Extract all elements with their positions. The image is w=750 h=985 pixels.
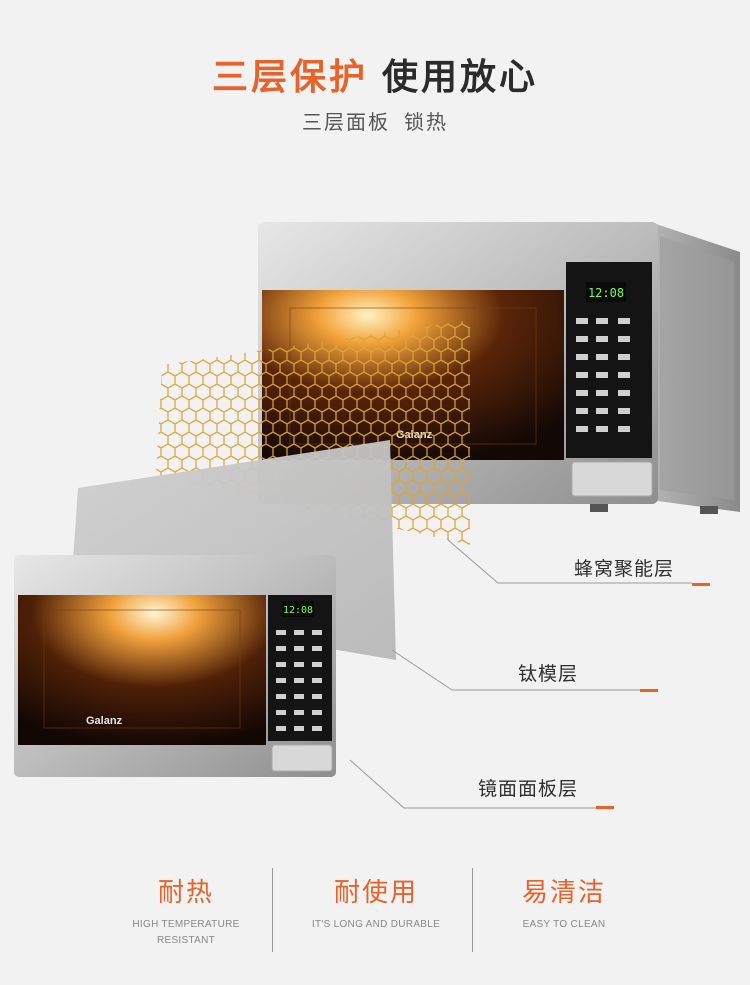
layer-label-honeycomb: 蜂窝聚能层 — [574, 558, 675, 580]
feature-durable: 耐使用 IT'S LONG AND DURABLE — [276, 872, 476, 933]
feature-subtitle: EASY TO CLEAN — [464, 917, 664, 933]
feature-title: 耐热 — [157, 878, 214, 908]
microwave-small: 12:08 Galanz — [14, 555, 336, 777]
layer-label-titanium: 钛模层 — [518, 663, 579, 685]
feature-subtitle: HIGH TEMPERATURE RESISTANT — [86, 917, 286, 949]
page-subtitle: 三层面板锁热 — [0, 106, 750, 135]
feature-subtitle-line: EASY TO CLEAN — [522, 919, 606, 930]
page-title: 三层保护使用放心 — [0, 48, 750, 100]
subtitle-part-b: 锁热 — [404, 110, 448, 134]
feature-subtitle-line: HIGH TEMPERATURE — [132, 919, 240, 930]
feature-subtitle-line: IT'S LONG AND DURABLE — [311, 919, 441, 930]
feature-subtitle-line: RESISTANT — [156, 935, 216, 946]
small-brand-label: Galanz — [86, 715, 123, 727]
layer-label-mirror: 镜面面板层 — [478, 778, 579, 800]
accent-bar-mirror — [596, 806, 614, 809]
large-display-readout: 12:08 — [588, 286, 624, 300]
feature-subtitle: IT'S LONG AND DURABLE — [276, 917, 476, 933]
title-accent: 三层保护 — [211, 57, 368, 98]
feature-heat-resistant: 耐热 HIGH TEMPERATURE RESISTANT — [86, 872, 286, 949]
feature-title: 易清洁 — [521, 878, 606, 908]
feature-divider — [472, 868, 473, 952]
feature-title: 耐使用 — [333, 878, 418, 908]
subtitle-part-a: 三层面板 — [302, 110, 390, 134]
feature-divider — [272, 868, 273, 952]
title-main: 使用放心 — [382, 57, 539, 98]
small-display-readout: 12:08 — [283, 605, 313, 616]
callout-leaders — [349, 539, 692, 809]
feature-easy-clean: 易清洁 EASY TO CLEAN — [464, 872, 664, 933]
accent-bar-titanium — [640, 689, 658, 692]
accent-bar-honeycomb — [692, 583, 710, 586]
